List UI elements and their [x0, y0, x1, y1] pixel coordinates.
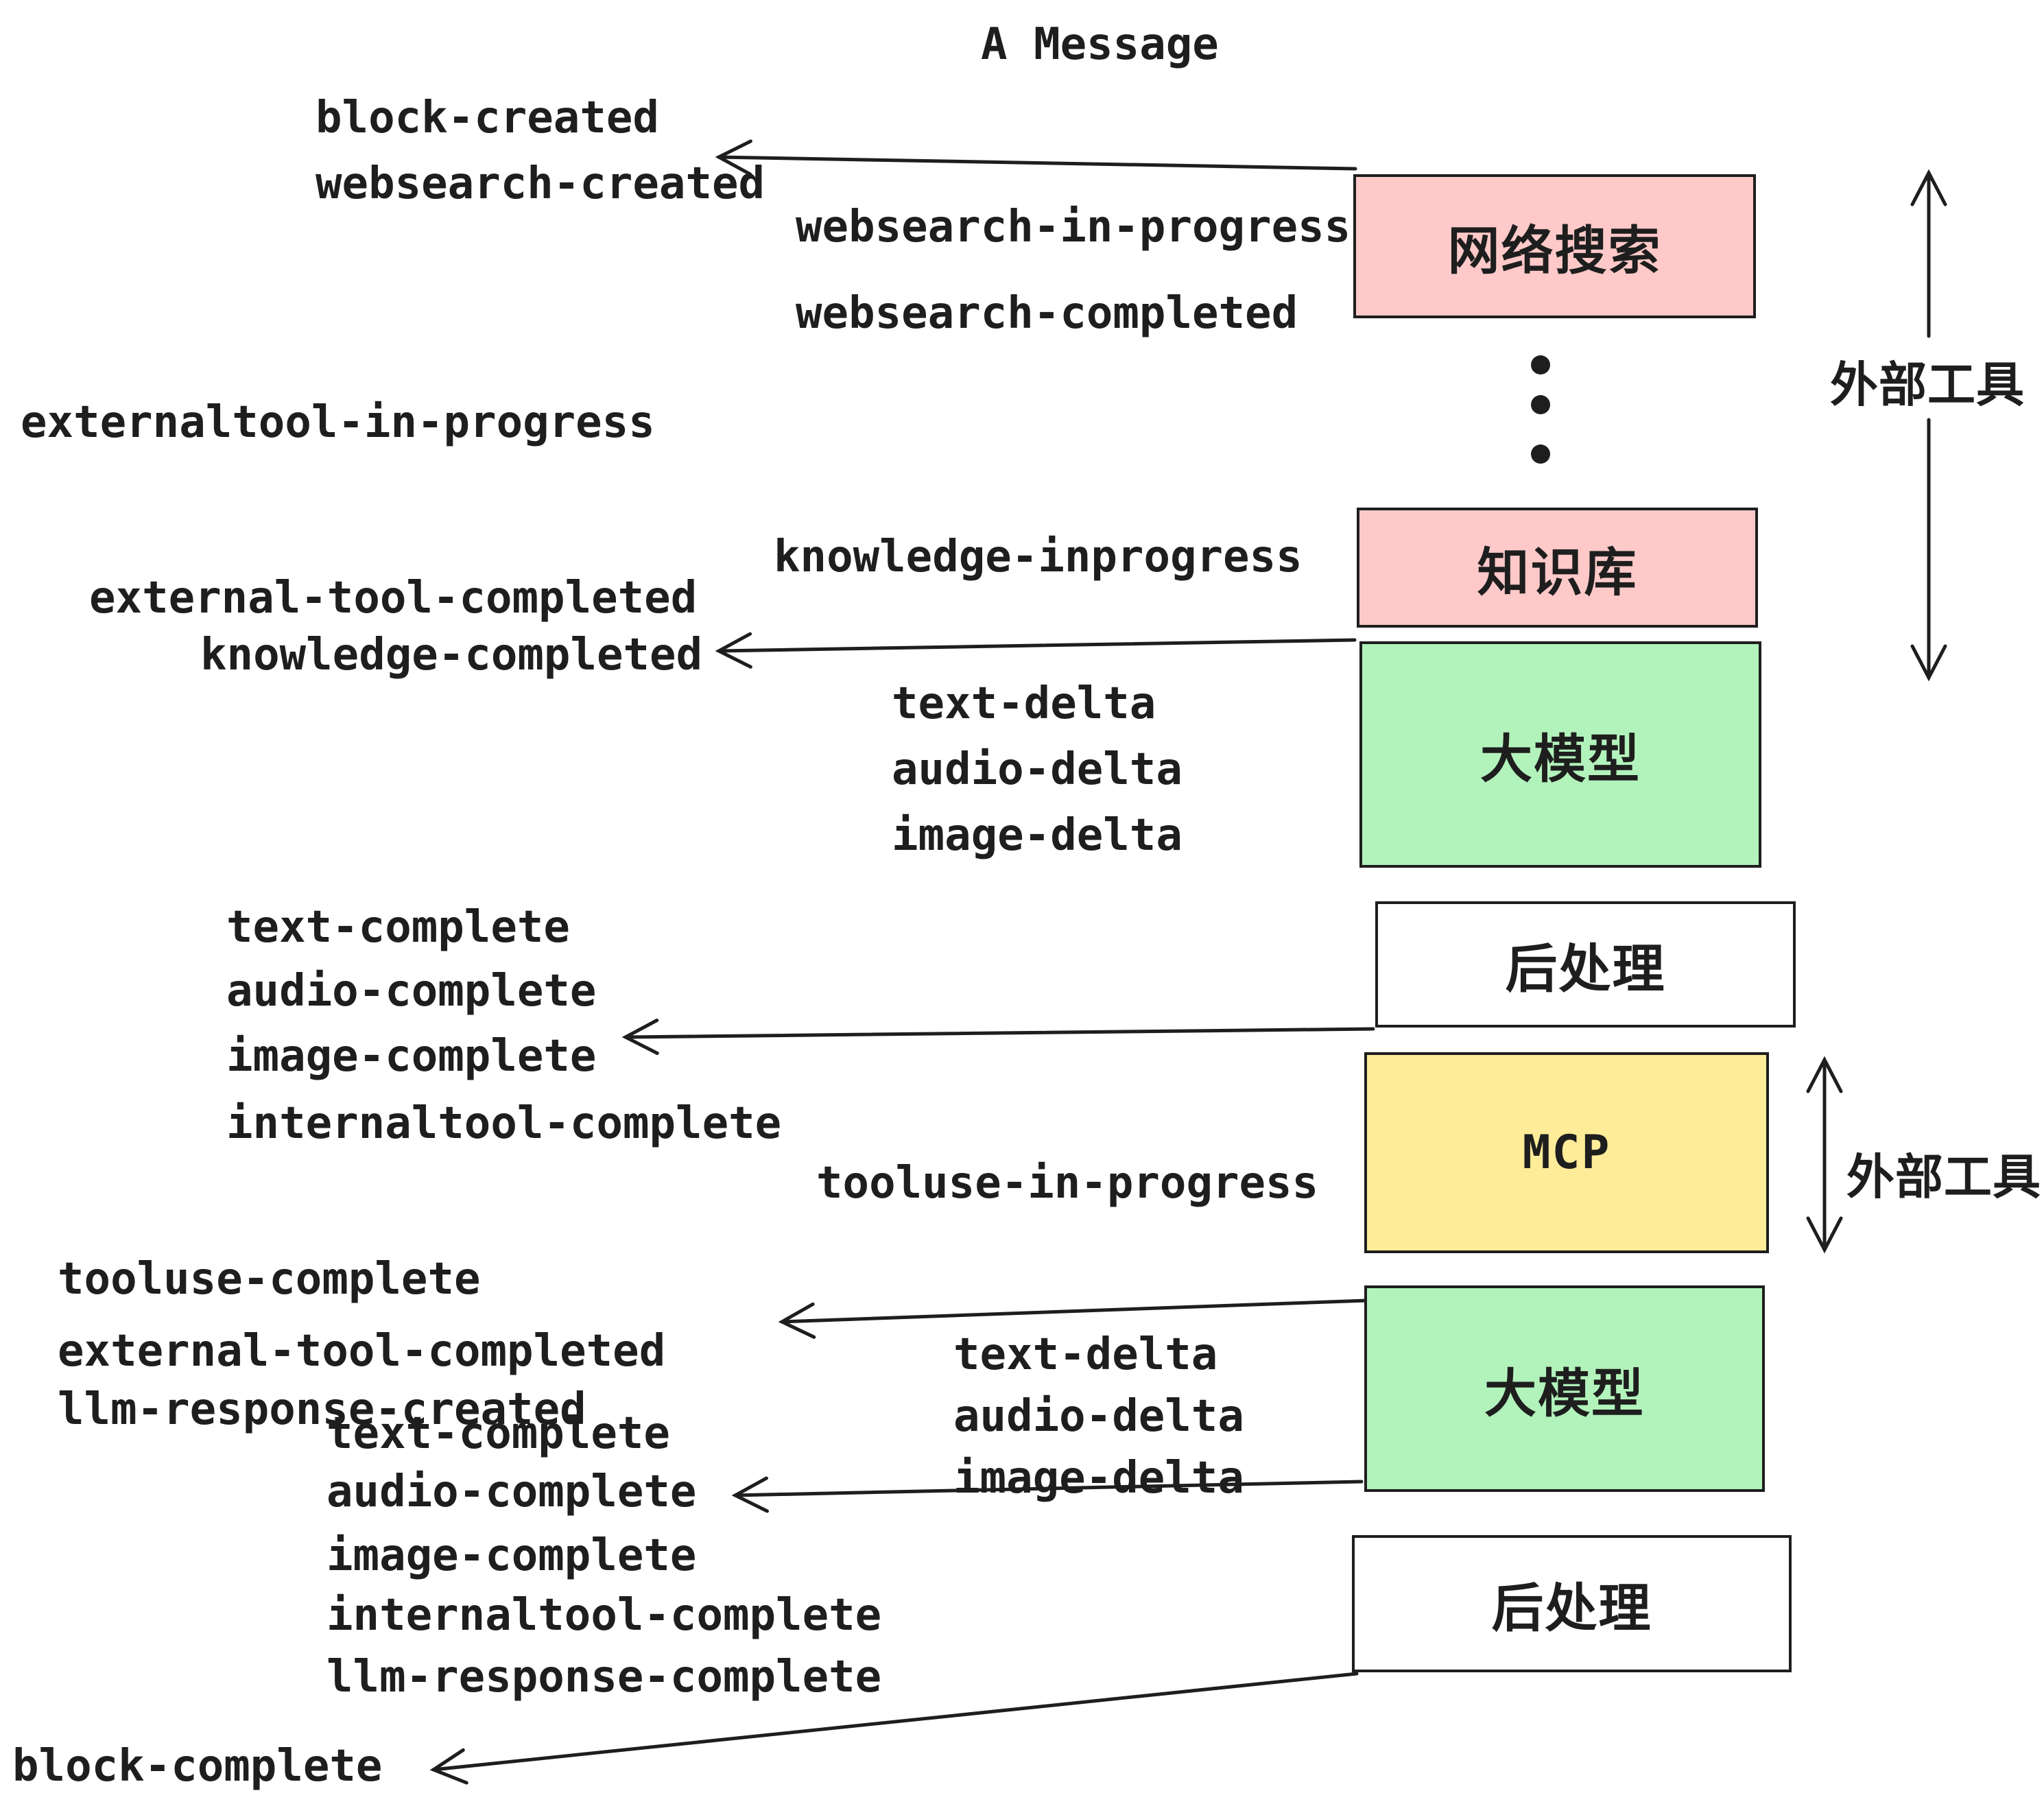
ellipsis-dot-2 [1531, 395, 1550, 414]
event-block-created: block-created [316, 93, 659, 143]
event-websearch-completed: websearch-completed [796, 288, 1298, 339]
box-websearch: 网络搜索 [1353, 174, 1756, 318]
arrow-knowledge-completed [715, 632, 1357, 669]
box-postprocess-2-label: 后处理 [1491, 1578, 1652, 1639]
event-image-complete: image-complete [226, 1031, 597, 1082]
diagram-title: A Message [981, 19, 1219, 70]
box-mcp-label: MCP [1522, 1126, 1611, 1180]
event-external-tool-completed: external-tool-completed [89, 573, 698, 624]
event-image-delta: image-delta [892, 810, 1183, 861]
ellipsis-dot-1 [1531, 355, 1550, 375]
box-llm-1: 大模型 [1359, 641, 1761, 868]
event-internaltool-complete-2: internaltool-complete [326, 1590, 882, 1641]
arrow-tooluse-complete [778, 1298, 1368, 1339]
event-block-complete: block-complete [12, 1741, 383, 1792]
ellipsis-dot-3 [1531, 444, 1550, 464]
event-text-complete: text-complete [226, 902, 570, 953]
event-text-delta: text-delta [892, 678, 1156, 729]
event-tooluse-in-progress: tooluse-in-progress [816, 1158, 1319, 1209]
event-audio-delta: audio-delta [892, 744, 1183, 795]
box-websearch-label: 网络搜索 [1447, 220, 1662, 281]
box-mcp: MCP [1364, 1052, 1769, 1253]
event-knowledge-completed: knowledge-completed [200, 630, 703, 680]
external-tools-label-bottom: 外部工具 [1846, 1149, 2041, 1205]
event-websearch-in-progress: websearch-in-progress [796, 202, 1351, 252]
event-websearch-created: websearch-created [316, 158, 765, 209]
box-postprocess-1: 后处理 [1375, 901, 1796, 1028]
event-audio-delta-2: audio-delta [953, 1391, 1244, 1442]
box-knowledge-label: 知识库 [1477, 541, 1638, 603]
arrow-websearch-created [715, 139, 1357, 176]
event-image-complete-2: image-complete [326, 1530, 697, 1581]
event-text-delta-2: text-delta [953, 1329, 1218, 1380]
arrow-image-complete [621, 1018, 1375, 1055]
box-postprocess-2: 后处理 [1352, 1535, 1792, 1672]
event-external-tool-completed-2: external-tool-completed [58, 1326, 666, 1377]
event-audio-complete: audio-complete [226, 966, 597, 1017]
box-knowledge: 知识库 [1357, 508, 1758, 628]
box-llm-2: 大模型 [1364, 1285, 1765, 1492]
event-tooluse-complete: tooluse-complete [58, 1254, 481, 1305]
event-llm-response-created: llm-response-created [58, 1384, 586, 1435]
event-llm-response-complete: llm-response-complete [326, 1652, 882, 1702]
external-tools-label-top: 外部工具 [1830, 357, 2025, 413]
event-internaltool-complete: internaltool-complete [226, 1098, 782, 1149]
event-image-delta-2: image-delta [953, 1453, 1244, 1504]
box-llm-2-label: 大模型 [1484, 1362, 1645, 1424]
event-knowledge-inprogress: knowledge-inprogress [774, 532, 1303, 582]
event-externaltool-in-progress: externaltool-in-progress [21, 397, 655, 448]
box-llm-1-label: 大模型 [1480, 728, 1641, 790]
event-audio-complete-2: audio-complete [326, 1467, 697, 1517]
box-postprocess-1-label: 后处理 [1505, 938, 1666, 999]
event-text-complete-2: text-complete [326, 1408, 670, 1459]
